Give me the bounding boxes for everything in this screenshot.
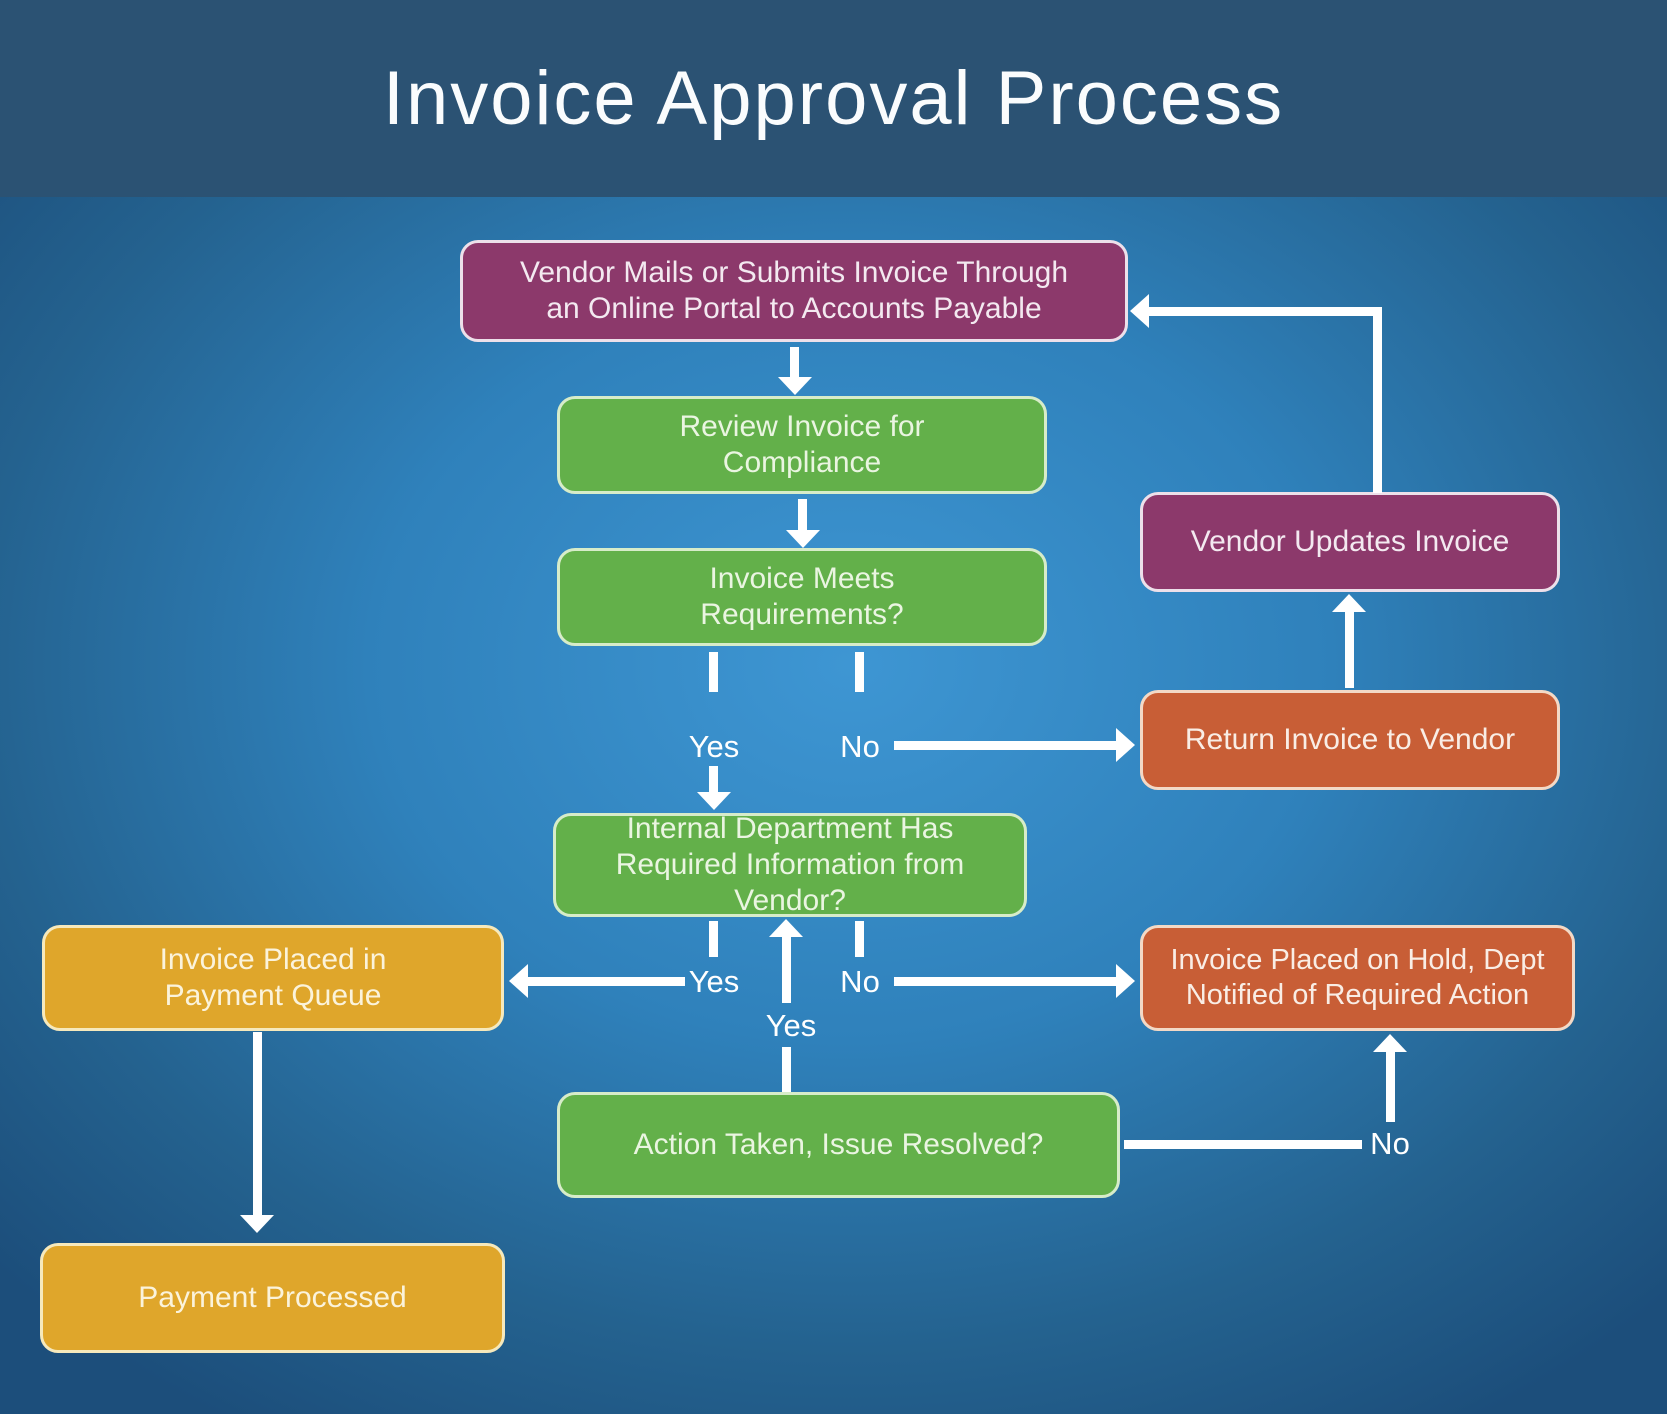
edge-label-action-no: No: [1370, 1126, 1410, 1161]
arrow-internal-no-stub: [855, 921, 864, 957]
node-text-line: an Online Portal to Accounts Payable: [546, 292, 1042, 325]
node-review-invoice: Review Invoice for Compliance: [557, 396, 1047, 494]
node-text-line: Requirements?: [700, 598, 904, 631]
node-text-line: Invoice Placed in: [159, 943, 387, 976]
arrow-action-no-horizontal: [1124, 1140, 1362, 1149]
node-vendor-submits-invoice: Vendor Mails or Submits Invoice Through …: [460, 240, 1128, 342]
arrow-updates-to-vendor-horizontal: [1148, 307, 1382, 316]
arrow-internal-yes-shaft: [528, 977, 685, 986]
node-text-line: Vendor Updates Invoice: [1190, 525, 1510, 558]
arrow-action-yes-shaft: [782, 937, 791, 1003]
node-payment-processed: Payment Processed: [40, 1243, 505, 1353]
node-action-taken-issue-resolved: Action Taken, Issue Resolved?: [557, 1092, 1120, 1198]
arrow-return-to-updates-shaft: [1345, 611, 1354, 688]
node-text-line: Notified of Required Action: [1185, 979, 1530, 1011]
edge-label-meets-no: No: [840, 729, 880, 764]
node-invoice-meets-requirements: Invoice Meets Requirements?: [557, 548, 1047, 646]
arrow-action-no-head: [1373, 1034, 1407, 1052]
arrow-internal-no-shaft: [894, 977, 1117, 986]
arrow-meets-no-head: [1116, 728, 1135, 762]
arrow-queue-to-processed-shaft: [253, 1032, 262, 1216]
arrow-action-yes-head: [769, 919, 803, 937]
node-text-line: Internal Department Has: [626, 812, 954, 845]
arrow-internal-yes-stub: [709, 921, 718, 957]
node-vendor-updates-invoice: Vendor Updates Invoice: [1140, 492, 1560, 592]
arrow-meets-yes-head: [697, 792, 731, 810]
node-text-line: Invoice Placed on Hold, Dept: [1170, 944, 1545, 977]
arrow-review-to-meets-head: [786, 530, 820, 548]
arrow-vendor-to-review-shaft: [790, 347, 799, 379]
node-text-line: Return Invoice to Vendor: [1184, 723, 1516, 756]
arrow-queue-to-processed-head: [240, 1215, 274, 1233]
header-band: Invoice Approval Process: [0, 0, 1667, 197]
arrow-updates-to-vendor-head: [1130, 294, 1149, 328]
arrow-meets-yes-shaft: [709, 766, 718, 793]
node-invoice-placed-on-hold: Invoice Placed on Hold, Dept Notified of…: [1140, 925, 1575, 1031]
arrow-meets-no-stub: [855, 652, 864, 692]
edge-label-meets-yes: Yes: [688, 729, 740, 764]
node-text-line: Review Invoice for: [679, 410, 925, 443]
arrow-meets-yes-stub: [709, 652, 718, 692]
node-text-line: Compliance: [722, 446, 882, 479]
arrow-review-to-meets-shaft: [798, 499, 807, 531]
arrow-action-no-vertical: [1386, 1052, 1395, 1122]
edge-label-internal-no: No: [840, 964, 880, 999]
arrow-internal-no-head: [1116, 964, 1135, 998]
arrow-vendor-to-review-head: [778, 377, 812, 395]
arrow-meets-no-shaft: [894, 741, 1117, 750]
node-text-line: Invoice Meets: [709, 562, 895, 595]
node-text-line: Payment Processed: [138, 1281, 407, 1314]
node-text-line: Required Information from Vendor?: [615, 848, 965, 917]
page-title: Invoice Approval Process: [382, 56, 1285, 141]
arrow-internal-yes-head: [509, 964, 528, 998]
node-invoice-placed-in-payment-queue: Invoice Placed in Payment Queue: [42, 925, 504, 1031]
node-text-line: Vendor Mails or Submits Invoice Through: [519, 256, 1069, 289]
node-text-line: Payment Queue: [164, 979, 382, 1012]
edge-label-internal-yes: Yes: [688, 964, 740, 999]
edge-label-action-yes: Yes: [765, 1008, 817, 1043]
arrow-action-yes-stub: [782, 1047, 791, 1092]
node-text-line: Action Taken, Issue Resolved?: [633, 1128, 1044, 1161]
arrow-return-to-updates-head: [1332, 594, 1366, 612]
arrow-updates-to-vendor-vertical: [1373, 307, 1382, 493]
node-return-invoice-to-vendor: Return Invoice to Vendor: [1140, 690, 1560, 790]
node-internal-department-has-info: Internal Department Has Required Informa…: [553, 812, 1027, 917]
